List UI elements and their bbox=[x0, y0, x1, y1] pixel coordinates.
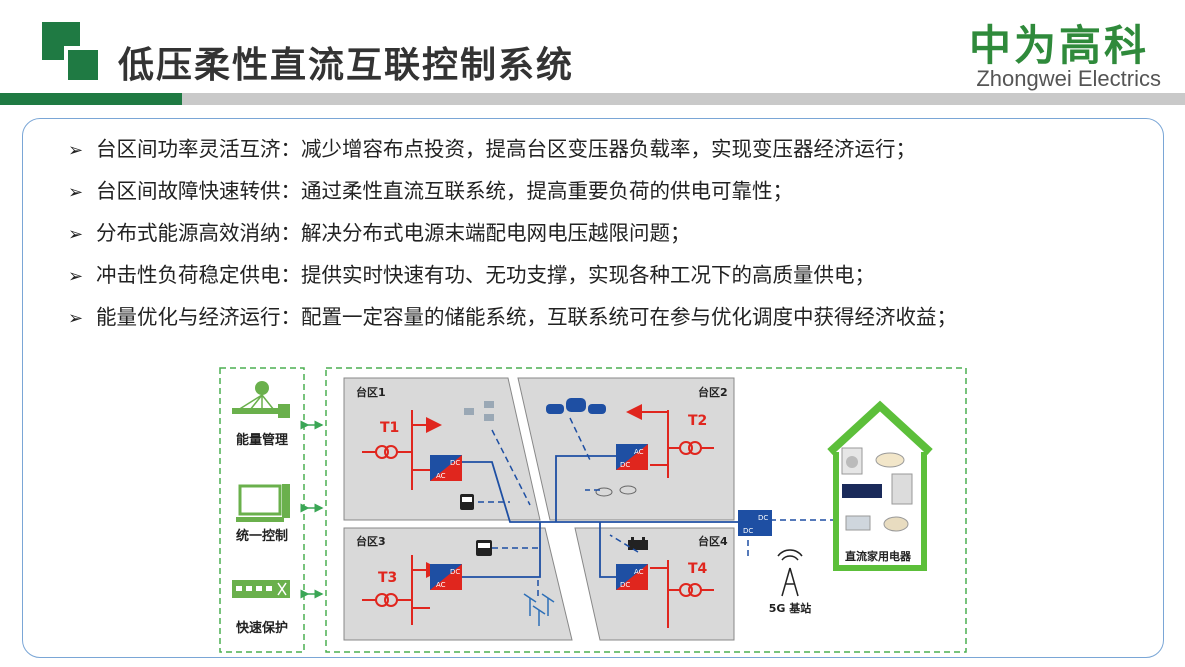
zone-2-label: 台区2 bbox=[698, 385, 728, 399]
bullet-head: 分布式能源高效消纳： bbox=[96, 221, 301, 245]
zone-1-label: 台区1 bbox=[356, 385, 386, 399]
bullet-text: 减少增容布点投资，提高台区变压器负载率，实现变压器经济运行； bbox=[301, 137, 916, 161]
bullet-list: ➢ 台区间功率灵活互济：减少增容布点投资，提高台区变压器负载率，实现变压器经济运行… bbox=[68, 128, 957, 338]
arrow-bullet-icon: ➢ bbox=[68, 266, 84, 287]
arrow-bullet-icon: ➢ bbox=[68, 140, 84, 161]
brand-name-en: Zhongwei Electrics bbox=[976, 66, 1161, 91]
house-icon bbox=[827, 400, 933, 571]
transformer-t2-icon bbox=[626, 404, 714, 478]
unified-control-label: 统一控制 bbox=[236, 528, 288, 544]
dc-bus-lines bbox=[462, 455, 738, 578]
transformer-t4-label: T4 bbox=[688, 561, 708, 577]
page-title: 低压柔性直流互联控制系统 bbox=[118, 45, 575, 86]
converter-3: DC AC bbox=[430, 564, 462, 590]
transformer-t2-label: T2 bbox=[688, 413, 707, 429]
solar-panel-icon bbox=[464, 401, 494, 421]
base-station-icon bbox=[777, 549, 803, 597]
wind-turbine-icon bbox=[523, 593, 555, 626]
dcdc-dc-top: DC bbox=[758, 514, 768, 522]
bullet-text: 通过柔性直流互联系统，提高重要负荷的供电可靠性； bbox=[301, 179, 793, 203]
home-appliances-label: 直流家用电器 bbox=[845, 549, 912, 563]
bullet-item: ➢ 分布式能源高效消纳：解决分布式电源末端配电网电压越限问题； bbox=[68, 212, 957, 254]
energy-management-icon bbox=[232, 381, 290, 418]
bullet-item: ➢ 能量优化与经济运行：配置一定容量的储能系统，互联系统可在参与优化调度中获得经济… bbox=[68, 296, 957, 338]
converter-1-ac: AC bbox=[436, 472, 446, 480]
bullet-text: 解决分布式电源末端配电网电压越限问题； bbox=[301, 221, 691, 245]
ev-charging-icon bbox=[595, 485, 637, 497]
transformer-t4-icon bbox=[650, 560, 714, 628]
arrow-bullet-icon: ➢ bbox=[68, 182, 84, 203]
bullet-head: 能量优化与经济运行： bbox=[96, 305, 301, 329]
dcdc-dc-bottom: DC bbox=[743, 527, 753, 535]
zone-4-panel bbox=[574, 527, 735, 641]
bus-icon bbox=[460, 494, 474, 510]
fast-protection-label: 快速保护 bbox=[236, 620, 288, 636]
converter-2-dc: DC bbox=[620, 461, 630, 469]
bullet-text: 提供实时快速有功、无功支撑，实现各种工况下的高质量供电； bbox=[301, 263, 875, 287]
bullet-item: ➢ 台区间功率灵活互济：减少增容布点投资，提高台区变压器负载率，实现变压器经济运行… bbox=[68, 128, 957, 170]
converter-4-ac: AC bbox=[634, 568, 644, 576]
arrow-bullet-icon: ➢ bbox=[68, 308, 84, 329]
dc-feeder-dashed bbox=[478, 417, 840, 598]
converter-2-ac: AC bbox=[634, 448, 644, 456]
bus-icon bbox=[476, 540, 492, 556]
arrow-bullet-icon: ➢ bbox=[68, 224, 84, 245]
car-group-icon bbox=[546, 398, 606, 414]
control-link-arrows bbox=[300, 420, 324, 599]
transformer-t3-label: T3 bbox=[378, 570, 397, 586]
converter-1-dc: DC bbox=[450, 459, 460, 467]
transformer-t3-icon bbox=[362, 555, 442, 625]
header-bar bbox=[182, 93, 1185, 105]
dc-dc-converter: DC DC bbox=[738, 510, 772, 536]
base-station-label: 5G 基站 bbox=[769, 601, 812, 615]
converter-2: AC DC bbox=[616, 444, 648, 470]
transformer-t1-label: T1 bbox=[380, 420, 399, 436]
converter-3-ac: AC bbox=[436, 581, 446, 589]
bullet-head: 台区间功率灵活互济： bbox=[96, 137, 301, 161]
grid-box bbox=[325, 367, 967, 653]
zone-1-panel bbox=[343, 377, 541, 521]
bullet-text: 配置一定容量的储能系统，互联系统可在参与优化调度中获得经济收益； bbox=[301, 305, 957, 329]
unified-control-icon bbox=[236, 484, 290, 522]
appliance-icons bbox=[841, 447, 913, 532]
bullet-item: ➢ 台区间故障快速转供：通过柔性直流互联系统，提高重要负荷的供电可靠性； bbox=[68, 170, 957, 212]
converter-3-dc: DC bbox=[450, 568, 460, 576]
brand-name-cn: 中为高科 bbox=[968, 21, 1149, 70]
bullet-head: 台区间故障快速转供： bbox=[96, 179, 301, 203]
zone-3-label: 台区3 bbox=[356, 534, 386, 548]
fast-protection-icon bbox=[232, 580, 290, 598]
converter-4-dc: DC bbox=[620, 581, 630, 589]
transformer-t1-icon bbox=[362, 410, 442, 490]
logo-square-small bbox=[64, 46, 98, 80]
converter-4: AC DC bbox=[616, 564, 648, 590]
battery-storage-icon bbox=[628, 537, 648, 550]
header-bar-accent bbox=[0, 93, 182, 105]
bullet-head: 冲击性负荷稳定供电： bbox=[96, 263, 301, 287]
converter-1: DC AC bbox=[430, 455, 462, 481]
bullet-item: ➢ 冲击性负荷稳定供电：提供实时快速有功、无功支撑，实现各种工况下的高质量供电； bbox=[68, 254, 957, 296]
energy-management-label: 能量管理 bbox=[236, 432, 288, 448]
zone-4-label: 台区4 bbox=[698, 534, 728, 548]
